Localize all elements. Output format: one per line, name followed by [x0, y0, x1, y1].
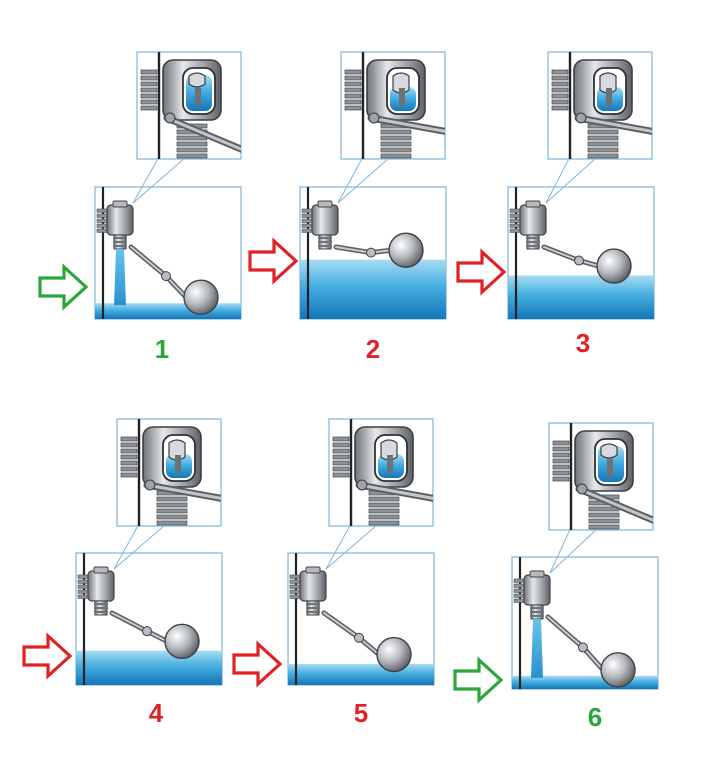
water-stream: [114, 249, 126, 306]
float-ball-icon: [596, 248, 632, 284]
lever-joint-icon: [578, 642, 588, 653]
step-label-3: 3: [575, 328, 591, 358]
flow-arrow-icon: [456, 248, 507, 296]
valve-body-icon: [96, 200, 134, 250]
callout-line: [113, 525, 165, 570]
flow-arrow-icon: [22, 632, 73, 680]
tank-water: [300, 259, 446, 319]
callout-line: [549, 529, 571, 574]
float-ball-icon: [183, 279, 219, 315]
float-ball-icon: [164, 623, 200, 660]
valve-cutaway-icon: [344, 52, 445, 159]
valve-cutaway-icon: [120, 419, 221, 526]
lever-joint-icon: [142, 626, 152, 637]
valve-body-icon: [513, 570, 551, 620]
flow-arrow-icon: [38, 263, 89, 311]
flow-arrow-icon: [248, 237, 299, 285]
callout-line: [337, 158, 363, 204]
callout-line: [325, 525, 377, 570]
valve-body-icon: [77, 566, 115, 616]
step-panel-6: [453, 422, 659, 704]
step-panel-3: [456, 51, 655, 320]
step-label-4: 4: [148, 698, 164, 728]
step-panel-1: [38, 51, 242, 320]
callout-line: [132, 158, 185, 204]
step-panel-5: [232, 418, 435, 688]
callout-line: [545, 158, 570, 204]
callout-line: [545, 158, 596, 204]
valve-cutaway-icon: [140, 52, 241, 159]
valve-body-icon: [289, 566, 327, 616]
tank-water: [95, 303, 241, 319]
callout-line: [132, 158, 159, 204]
step-label-1: 1: [154, 334, 170, 364]
float-ball-icon: [376, 636, 412, 673]
valve-cutaway-icon: [332, 419, 433, 526]
step-panel-4: [22, 418, 223, 686]
lever-joint-icon: [161, 271, 171, 282]
callout-line: [325, 525, 351, 570]
callout-line: [337, 158, 389, 204]
tank-water: [76, 650, 222, 685]
float-ball-icon: [388, 232, 424, 268]
flow-arrow-icon: [232, 640, 283, 688]
tank-water: [288, 663, 434, 685]
step-panel-2: [248, 51, 447, 320]
water-stream: [531, 619, 543, 678]
lever-joint-icon: [354, 632, 364, 643]
valve-body-icon: [509, 200, 547, 250]
step-label-5: 5: [353, 698, 369, 728]
valve-cutaway-icon: [551, 52, 652, 159]
valve-cutaway-icon: [552, 423, 653, 530]
flow-arrow-icon: [453, 656, 504, 704]
callout-line: [549, 529, 597, 574]
step-label-6: 6: [587, 702, 603, 732]
valve-body-icon: [301, 200, 339, 250]
tank-water: [508, 275, 654, 319]
step-label-2: 2: [365, 334, 381, 364]
lever-joint-icon: [366, 247, 376, 258]
float-ball-icon: [600, 652, 636, 688]
callout-line: [113, 525, 139, 570]
lever-joint-icon: [574, 255, 584, 266]
